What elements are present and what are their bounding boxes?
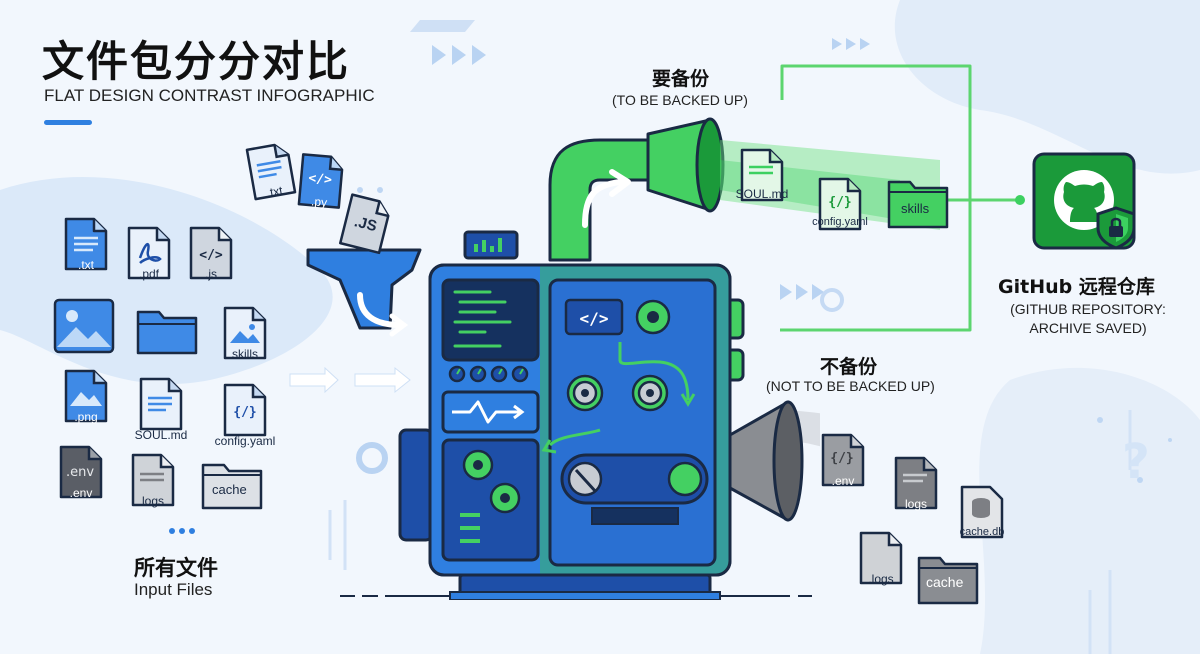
- file-label: config.yaml: [812, 216, 868, 228]
- discard-folder-cache: cache: [916, 550, 980, 608]
- document-icon: [338, 193, 390, 255]
- file-label: SOUL.md: [134, 428, 188, 442]
- document-icon: [894, 456, 938, 510]
- document-icon: [859, 531, 903, 585]
- database-icon: [960, 485, 1004, 539]
- folder-label: cache: [926, 574, 964, 590]
- file-label: config.yaml: [214, 434, 276, 448]
- backup-file-soul: SOUL.md: [735, 147, 789, 202]
- file-label: .env: [831, 474, 855, 488]
- pdf-icon: [127, 226, 171, 280]
- discard-file-dotlogs: .logs: [858, 530, 904, 586]
- file-skills: skills: [222, 305, 268, 361]
- file-label: logs: [904, 497, 927, 511]
- github-subtitle-line2: ARCHIVE SAVED): [1029, 320, 1147, 336]
- document-icon: [245, 143, 297, 201]
- more-dots: [169, 528, 195, 534]
- github-title: GitHub 远程仓库: [998, 276, 1155, 298]
- code-file-icon: </>: [297, 153, 344, 209]
- document-icon: [139, 377, 183, 431]
- title-underline: [44, 120, 92, 125]
- discard-file-cachedb: cache.db: [958, 484, 1006, 539]
- backup-folder-skills: skills: [886, 174, 950, 232]
- github-subtitle: (GITHUB REPOSITORY: ARCHIVE SAVED): [998, 300, 1178, 338]
- svg-text:</>: </>: [199, 248, 223, 263]
- svg-text:{/}: {/}: [830, 451, 853, 466]
- file-txt: .txt: [63, 216, 109, 272]
- page-title: 文件包分分对比: [42, 37, 351, 86]
- file-label: logs: [141, 494, 164, 508]
- page-subtitle: FLAT DESIGN CONTRAST INFOGRAPHIC: [44, 86, 375, 105]
- backup-file-config: {/} config.yaml: [810, 176, 870, 231]
- github-subtitle-line1: (GITHUB REPOSITORY:: [1010, 301, 1166, 317]
- backup-label-cn: 要备份: [652, 68, 710, 90]
- folder-tile: [135, 300, 199, 358]
- discard-file-env: {/} .env: [820, 432, 866, 488]
- file-label: SOUL.md: [735, 187, 789, 201]
- file-js: </> .js: [188, 225, 234, 281]
- svg-text:{/}: {/}: [233, 405, 256, 420]
- document-icon: [64, 217, 108, 271]
- file-label: .txt: [77, 258, 94, 272]
- backup-label-en: (TO BE BACKED UP): [612, 92, 748, 108]
- cache-folder-tile: cache: [200, 455, 264, 513]
- svg-text:{/}: {/}: [828, 195, 851, 210]
- file-label: .env: [69, 486, 93, 500]
- file-label: skills: [232, 347, 258, 361]
- file-label: .png: [74, 410, 98, 424]
- input-label-en: Input Files: [134, 580, 213, 599]
- folder-label: skills: [901, 201, 930, 216]
- github-repo-icon: [1032, 152, 1136, 250]
- image-file-icon: [64, 369, 108, 423]
- svg-text:</>: </>: [308, 171, 333, 188]
- file-pdf: .pdf: [126, 225, 172, 281]
- svg-text:.env: .env: [66, 465, 94, 480]
- no-backup-label-en: (NOT TO BE BACKED UP): [766, 378, 935, 394]
- svg-text:</>: </>: [580, 309, 609, 328]
- folder-icon: [201, 463, 263, 510]
- folder-label: cache: [212, 482, 247, 497]
- document-icon: [740, 148, 784, 202]
- code-file-icon: </>: [189, 226, 233, 280]
- funnel-file-js: .JS: [338, 191, 395, 255]
- code-file-icon: {/}: [223, 383, 267, 437]
- image-file-icon: [223, 306, 267, 360]
- file-label: cache.db: [959, 526, 1005, 538]
- file-png: .png: [63, 368, 109, 424]
- file-soul: SOUL.md: [135, 376, 187, 442]
- image-tile: [52, 297, 116, 355]
- folder-icon: [917, 556, 979, 605]
- discard-file-logs: logs: [893, 455, 939, 511]
- code-file-icon: {/}: [818, 177, 862, 231]
- folder-icon: [136, 310, 198, 355]
- file-label: .js: [205, 267, 217, 281]
- file-label: .logs: [868, 572, 894, 586]
- document-icon: [131, 453, 175, 507]
- folder-icon: [887, 180, 949, 229]
- image-icon: [53, 298, 115, 354]
- file-label: .pdf: [138, 267, 159, 281]
- sorting-machine: </>: [306, 117, 820, 600]
- file-logs: logs: [130, 452, 176, 508]
- document-icon: .env: [59, 445, 103, 499]
- input-label-cn: 所有文件: [134, 556, 218, 580]
- file-config: {/} config.yaml: [215, 382, 275, 448]
- svg-text:?: ?: [1122, 434, 1150, 490]
- code-file-icon: {/}: [821, 433, 865, 487]
- no-backup-label-cn: 不备份: [820, 356, 878, 378]
- funnel-file-py: </> .py: [296, 151, 347, 211]
- file-env: .env .env: [58, 444, 104, 500]
- funnel-file-txt: .txt: [243, 139, 298, 202]
